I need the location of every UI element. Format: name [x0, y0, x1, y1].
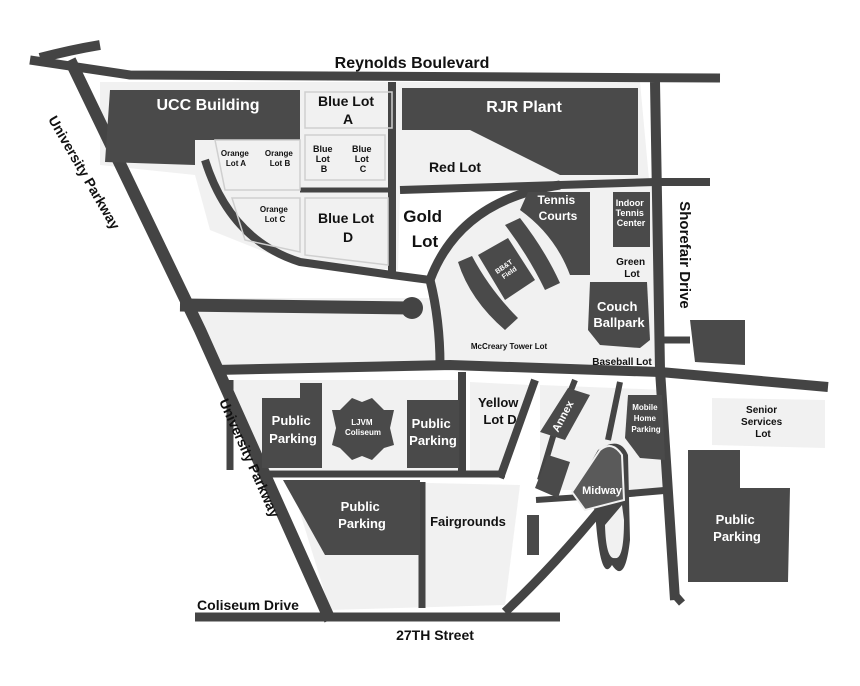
blue-lot-a-outline [304, 91, 393, 129]
orange-lot-curve-road [201, 158, 431, 284]
public-parking-3-shape [283, 480, 420, 555]
blue-lot-a-label: Blue Lot A [318, 93, 378, 127]
orange-lot-b-label: Orange Lot B [265, 149, 295, 168]
coliseum-drive-label: Coliseum Drive [197, 597, 299, 613]
midway-loop-inner [605, 505, 624, 559]
gold-lot-curve-road [425, 180, 561, 282]
gold-lot-south-road [425, 278, 445, 366]
north-cross-road [399, 178, 710, 194]
ucc-building-shape [105, 90, 300, 165]
midway-area [570, 445, 626, 512]
buildings [105, 88, 790, 582]
tennis-courts-label: Tennis Courts [537, 193, 578, 223]
public-parking-4-label: Public Parking [713, 512, 761, 544]
public-parking-1-shape [262, 383, 322, 468]
yellow-lot-road [496, 378, 539, 480]
orange-lot-c-label: Orange Lot C [260, 205, 290, 224]
rjr-plant-label: RJR Plant [486, 99, 562, 116]
midway-label: Midway [582, 485, 623, 497]
bbt-field-shape [478, 238, 535, 300]
twenty-seventh-street-label: 27TH Street [396, 627, 474, 643]
west-lot-area [180, 298, 440, 365]
senior-services-lot-label: Senior Services Lot [741, 405, 785, 440]
blue-lot-c-label: Blue Lot C [352, 144, 374, 174]
reynolds-boulevard-road [29, 55, 721, 83]
west-spur-circle [401, 297, 423, 319]
small-building-b [527, 515, 539, 555]
senior-lot-area [712, 398, 825, 448]
reynolds-boulevard-label: Reynolds Boulevard [335, 55, 490, 72]
orange-lot-c-outline [230, 197, 301, 253]
fairgrounds-label: Fairgrounds [430, 514, 506, 529]
ucc-building-label: UCC Building [156, 97, 259, 114]
mobile-home-shape [625, 395, 665, 460]
public-parking-2-shape [407, 400, 459, 468]
lot-dividers [214, 91, 393, 266]
shorefair-drive-label: Shorefair Drive [676, 201, 693, 309]
mobile-home-road [605, 381, 623, 441]
bbt-stand-left [458, 256, 518, 330]
small-building-a [535, 455, 570, 498]
annex-shape [540, 388, 590, 440]
shorefair-building-shape [690, 320, 745, 365]
public-parking-4-shape [688, 450, 790, 582]
green-lot-label: Green Lot [616, 257, 648, 280]
ljvm-coliseum-shape [332, 398, 394, 460]
blue-lot-b-label: Blue Lot B [313, 144, 335, 174]
mccreary-tower-lot-label: McCreary Tower Lot [471, 342, 548, 351]
orange-lots-outline [214, 139, 301, 191]
baseball-lot-label: Baseball Lot [592, 357, 652, 368]
main-cross-road [214, 360, 829, 392]
indoor-tennis-label: Indoor Tennis Center [616, 198, 647, 228]
west-spur-road [179, 298, 411, 315]
shorefair-end-road [671, 592, 686, 606]
bbt-stand-right [505, 218, 560, 290]
tennis-courts-shape [520, 192, 590, 275]
public-parking-3-label: Public Parking [338, 499, 386, 531]
yellow-lot-area [470, 382, 530, 470]
public-parking-1-label: Public Parking [269, 413, 317, 446]
couch-ballpark-label: Couch Ballpark [593, 299, 645, 330]
rjr-plant-shape [402, 88, 638, 175]
blue-lot-d-label: Blue Lot D [318, 210, 378, 245]
public-parking-2-label: Public Parking [409, 416, 457, 448]
orange-lot-a-label: Orange Lot A [221, 149, 251, 168]
ljvm-coliseum-label: LJVM Coliseum [345, 418, 381, 437]
blue-lot-d-outline [304, 197, 389, 266]
gold-lot-label: Gold Lot [403, 207, 446, 251]
blue-lots-bc-outline [304, 134, 386, 181]
indoor-tennis-shape [613, 192, 650, 247]
red-lot-label: Red Lot [429, 159, 481, 175]
university-parkway-ramp [38, 40, 101, 63]
mobile-home-label: Mobile Home Parking [631, 403, 660, 434]
yellow-lot-d-label: Yellow Lot D [478, 395, 522, 427]
couch-ballpark-shape [588, 282, 650, 348]
